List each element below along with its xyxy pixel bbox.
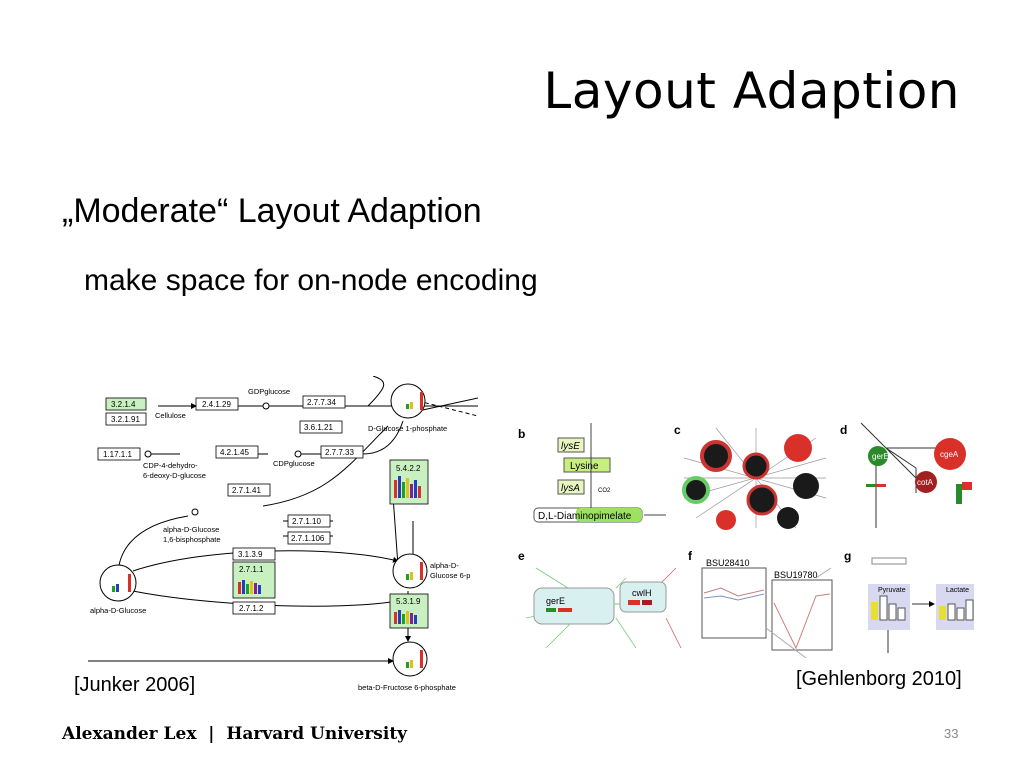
- panel-label: d: [840, 423, 847, 437]
- svg-text:gerE: gerE: [872, 452, 889, 461]
- enzyme-label: 2.7.7.34: [307, 398, 336, 407]
- enzyme-label: 4.2.1.45: [220, 448, 249, 457]
- panel-label: f: [688, 549, 693, 563]
- enzyme-label: 3.2.1.4: [111, 400, 136, 409]
- slide-title: Layout Adaption: [543, 62, 960, 120]
- compound-label: CDP-4-dehydro-: [143, 461, 198, 470]
- compound-label: alpha-D-: [430, 561, 459, 570]
- enzyme-label: 5.4.2.2: [396, 464, 421, 473]
- onnode-figure: b c d e f g lysE Lysine lysA CO2 D,L-Dia…: [518, 422, 974, 658]
- compound-label: alpha-D-Glucose: [163, 525, 219, 534]
- bullet-level2: make space for on-node encoding: [84, 264, 538, 297]
- panel-c: [682, 427, 827, 530]
- enzyme-label: 2.7.1.10: [292, 517, 321, 526]
- panel-label: g: [844, 549, 851, 563]
- svg-text:gerE: gerE: [546, 596, 565, 606]
- panel-f: BSU28410 BSU19780: [701, 558, 833, 658]
- page-number: 33: [944, 726, 959, 741]
- svg-text:cwlH: cwlH: [632, 588, 652, 598]
- compound-label: alpha-D-Glucose: [90, 606, 146, 615]
- panel-g: Pyruvate Lactate: [868, 557, 974, 653]
- citation-left: [Junker 2006]: [74, 674, 196, 696]
- bullet-level1: „Moderate“ Layout Adaption: [62, 192, 482, 230]
- panel-e: gerE cwlH: [525, 567, 682, 649]
- compound-label: CDPglucose: [273, 459, 315, 468]
- enzyme-label: 2.7.1.41: [232, 486, 261, 495]
- panel-label: b: [518, 427, 525, 441]
- compound-label: 6-deoxy-D-glucose: [143, 471, 206, 480]
- compound-label: 1,6-bisphosphate: [163, 535, 221, 544]
- svg-text:lysA: lysA: [561, 483, 580, 494]
- enzyme-label: 2.7.1.2: [239, 604, 264, 613]
- panel-d: gerE cgeA cotA: [860, 422, 972, 528]
- panel-label: e: [518, 549, 525, 563]
- svg-text:BSU28410: BSU28410: [706, 558, 750, 568]
- svg-text:Lactate: Lactate: [946, 587, 969, 594]
- compound-label: beta-D-Fructose 6-phosphate: [358, 683, 456, 692]
- panel-b: lysE Lysine lysA CO2 D,L-Diaminopimelate: [533, 423, 666, 523]
- svg-text:cgeA: cgeA: [940, 450, 959, 459]
- panel-label: c: [674, 423, 681, 437]
- footer-author: Alexander Lex | Harvard University: [62, 724, 408, 744]
- enzyme-label: 2.4.1.29: [202, 400, 231, 409]
- enzyme-label: 3.1.3.9: [238, 550, 263, 559]
- compound-label: D-Glucose 1-phosphate: [368, 424, 447, 433]
- enzyme-label: 3.6.1.21: [304, 423, 333, 432]
- compound-label: Cellulose: [155, 411, 186, 420]
- svg-text:BSU19780: BSU19780: [774, 570, 818, 580]
- svg-text:D,L-Diaminopimelate: D,L-Diaminopimelate: [538, 511, 632, 522]
- enzyme-label: 1.17.1.1: [103, 450, 132, 459]
- enzyme-label: 2.7.7.33: [325, 448, 354, 457]
- svg-text:cotA: cotA: [917, 478, 934, 487]
- svg-text:lysE: lysE: [561, 441, 580, 452]
- pathway-figure: 3.2.1.4 3.2.1.91 2.4.1.29 2.7.7.34 3.6.1…: [88, 376, 478, 692]
- compound-label: Glucose 6-p: [430, 571, 470, 580]
- enzyme-label: 5.3.1.9: [396, 597, 421, 606]
- enzyme-label: 3.2.1.91: [111, 415, 140, 424]
- enzyme-label: 2.7.1.106: [291, 534, 325, 543]
- svg-text:CO2: CO2: [598, 488, 611, 494]
- enzyme-label: 2.7.1.1: [239, 565, 264, 574]
- compound-label: GDPglucose: [248, 387, 290, 396]
- citation-right: [Gehlenborg 2010]: [796, 668, 962, 690]
- svg-text:Lysine: Lysine: [570, 461, 599, 472]
- svg-text:Pyruvate: Pyruvate: [878, 587, 906, 594]
